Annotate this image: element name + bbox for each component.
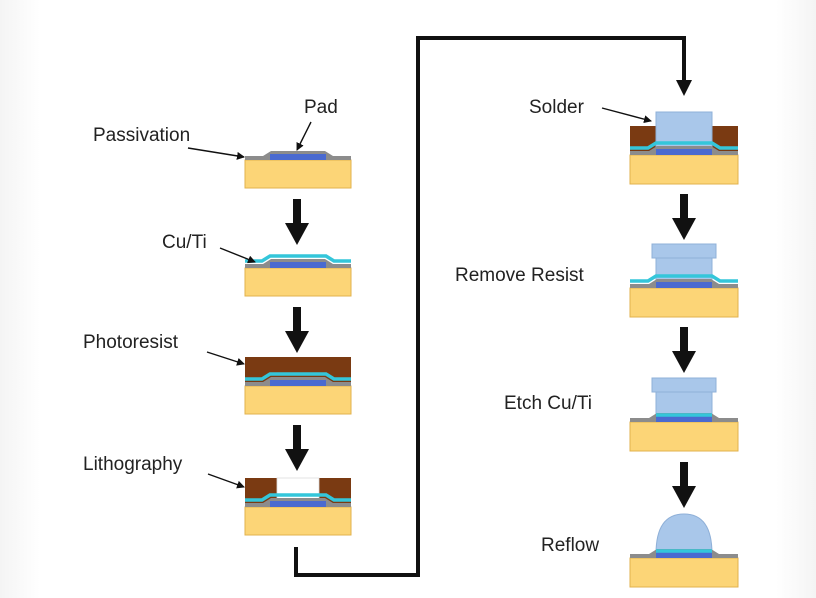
pad [270, 154, 326, 160]
solder-cap [651, 243, 717, 259]
substrate [629, 287, 739, 318]
substrate [629, 421, 739, 452]
leader-cu-ti [219, 247, 256, 264]
step-remove-resist [629, 243, 739, 318]
pad [656, 552, 712, 558]
solder-ball [655, 513, 713, 555]
label-photoresist: Photoresist [83, 332, 179, 353]
pad [270, 501, 326, 507]
pad [270, 262, 326, 268]
step-reflow [629, 513, 739, 588]
substrate [244, 506, 352, 536]
label-pad: Pad [304, 97, 338, 118]
cu-ti-layer [245, 372, 351, 381]
pad [656, 149, 712, 155]
step-lithography [244, 477, 352, 536]
substrate [244, 159, 352, 189]
pad [656, 416, 712, 422]
solder-cap [651, 377, 717, 393]
step-passivation-pad [244, 151, 352, 189]
leader-solder [601, 107, 652, 124]
cu-ti-layer [630, 274, 738, 283]
down-arrow [672, 327, 696, 373]
label-etch-cu-ti: Etch Cu/Ti [504, 393, 592, 414]
pad [656, 282, 712, 288]
cu-ti-layer [630, 141, 738, 150]
substrate [629, 557, 739, 588]
label-remove-resist: Remove Resist [455, 265, 585, 286]
label-reflow: Reflow [541, 535, 599, 556]
down-arrow [672, 194, 696, 240]
leader-lithography [207, 473, 245, 489]
down-arrow [285, 425, 309, 471]
substrate [244, 385, 352, 415]
down-arrow [672, 462, 696, 508]
down-arrow [285, 307, 309, 353]
step-solder [629, 111, 739, 185]
leader-passivation [187, 147, 245, 160]
label-solder: Solder [529, 97, 585, 118]
substrate [629, 154, 739, 185]
connector-line [294, 36, 686, 577]
cu-ti-layer [245, 254, 351, 263]
label-lithography: Lithography [83, 454, 183, 475]
down-arrow [285, 199, 309, 245]
substrate [244, 267, 352, 297]
label-passivation: Passivation [93, 125, 190, 146]
connector-arrowhead [676, 80, 692, 96]
step-etch-cu-ti [629, 377, 739, 452]
step-photoresist [244, 357, 352, 415]
step-cu-ti [244, 254, 352, 297]
pad [270, 380, 326, 386]
leader-photoresist [206, 351, 245, 366]
label-cu-ti: Cu/Ti [162, 232, 207, 253]
leader-pad [296, 121, 312, 151]
cu-ti-layer [245, 493, 351, 502]
